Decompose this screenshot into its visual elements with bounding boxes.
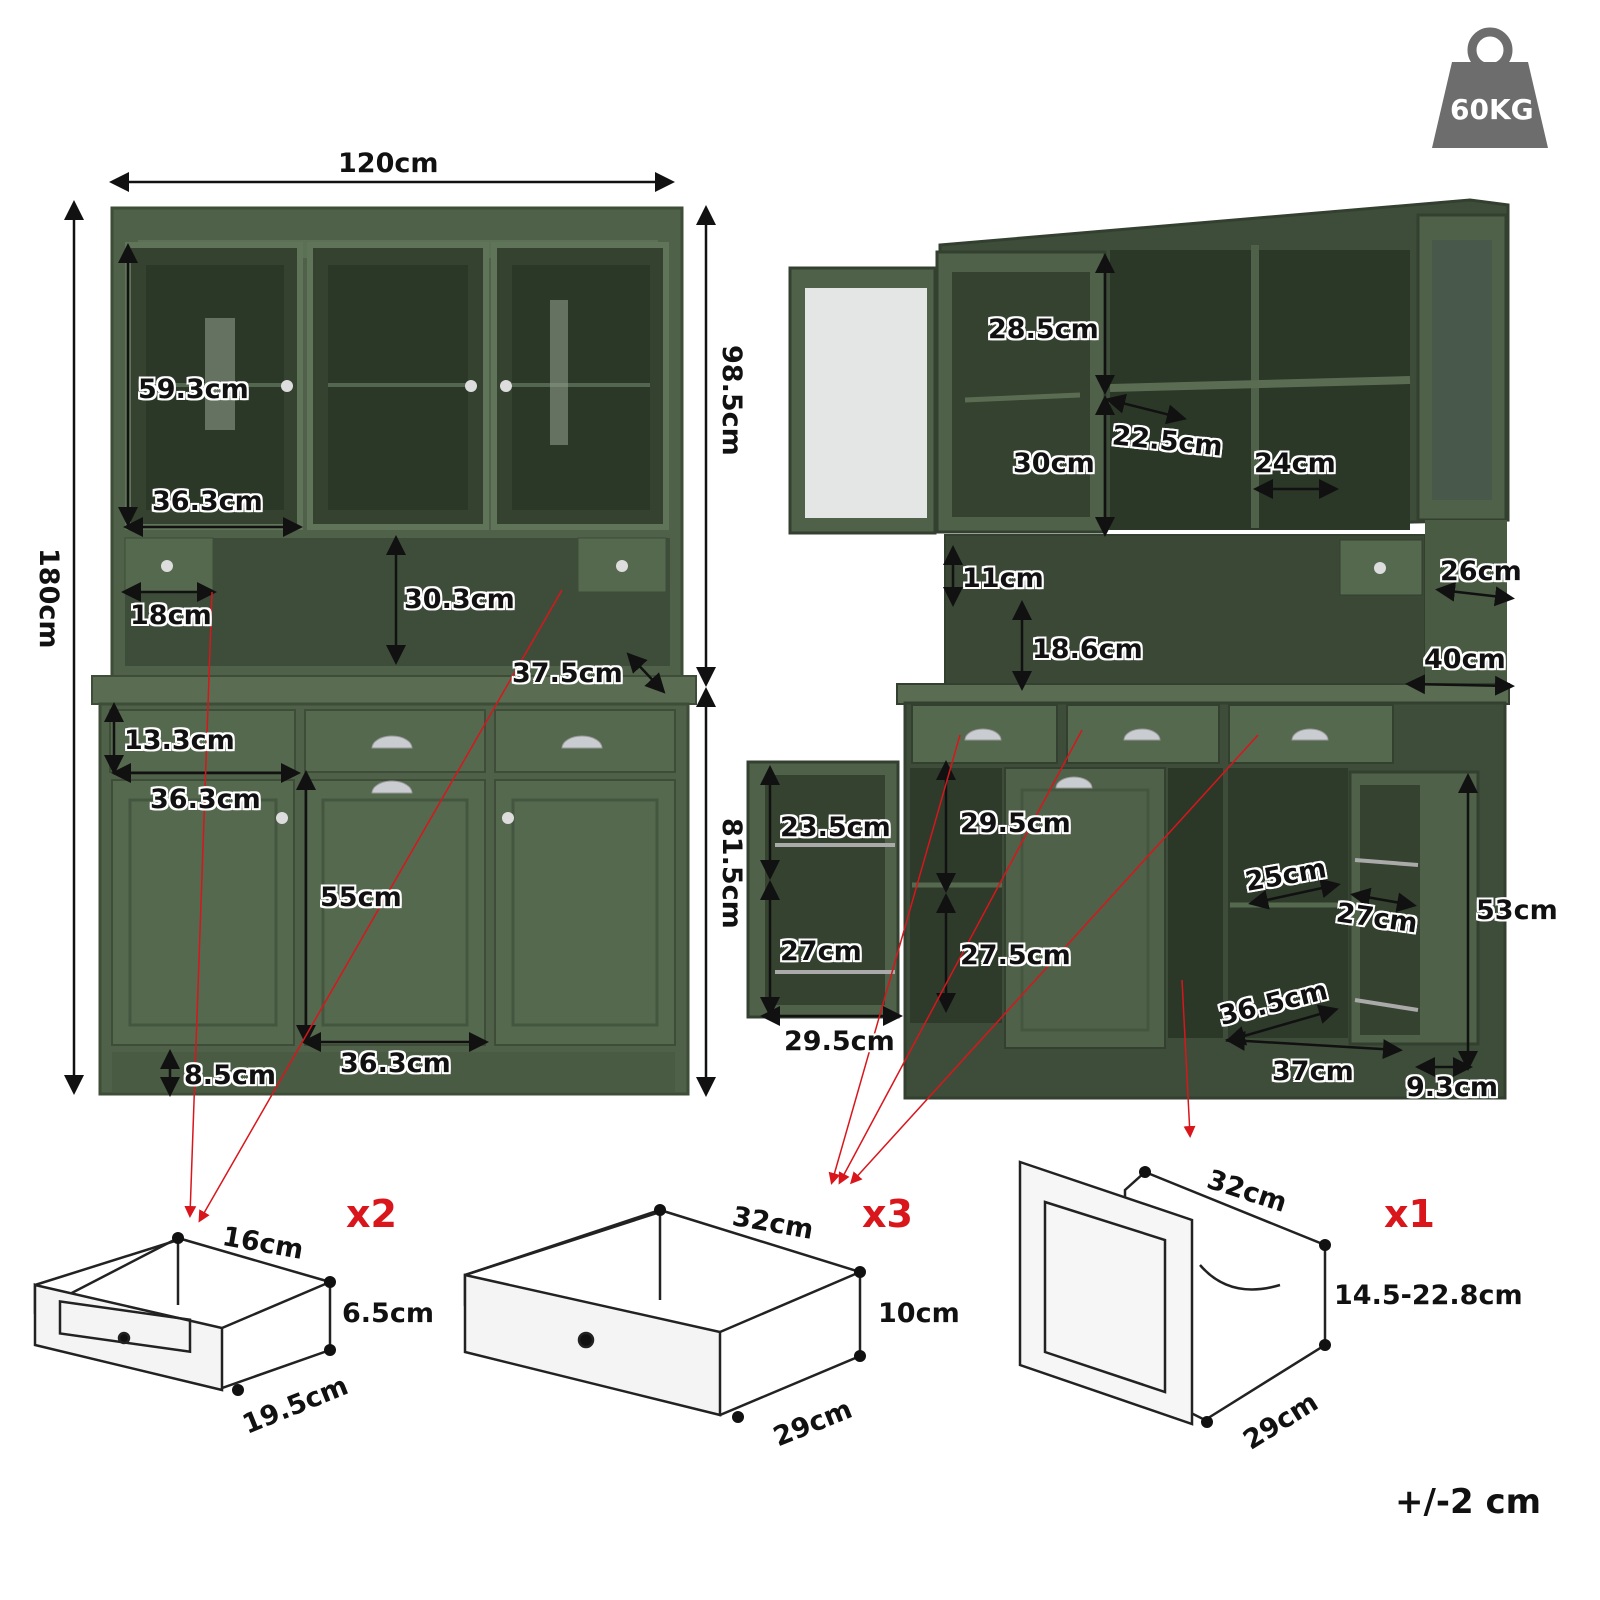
small-drawer-drawing [33,1236,332,1392]
niche-height-label: 30.3cm [404,584,515,615]
front-cabinet [91,206,697,1096]
door-width-label: 36.3cm [340,1048,451,1079]
open-cabinet [746,198,1510,1100]
door-width-side-label: 29.5cm [784,1026,895,1057]
bin-qty: x1 [1384,1192,1435,1236]
side-dimension-lines [760,253,1515,1077]
large-drawer-qty: x3 [862,1192,913,1236]
upper-height-label: 98.5cm [716,345,747,456]
shelf-width-label: 24cm [1254,448,1336,479]
door-shelf-top-label: 23.5cm [780,812,891,843]
large-drawer-height: 10cm [878,1298,960,1329]
bin-width-label: 37cm [1272,1056,1354,1087]
component-dots [172,1166,1331,1428]
glass-height-label: 59.3cm [138,374,249,405]
drawer-width-label: 36.3cm [150,784,261,815]
niche-bottom-label: 18.6cm [1032,634,1143,665]
door-height-label: 55cm [320,882,402,913]
total-height-label: 180cm [33,548,64,649]
upper-lower-label: 30cm [1013,448,1095,479]
upper-shelf-label: 28.5cm [988,314,1099,345]
weight-icon [1432,27,1548,148]
inner-bottom-label: 27.5cm [960,940,1071,971]
red-leader-lines [184,589,1259,1223]
base-height-label: 8.5cm [184,1060,276,1091]
tolerance-note: +/-2 cm [1395,1482,1542,1522]
width-label: 120cm [338,148,439,179]
small-drawer-width-label: 18cm [130,600,212,631]
side-depth-label: 9.3cm [1406,1072,1498,1103]
lower-depth-label: 40cm [1424,644,1506,675]
lower-height-label: 81.5cm [716,818,747,929]
bin-height: 14.5-22.8cm [1334,1280,1523,1311]
door-shelf-bottom-label: 27cm [780,936,862,967]
side-height-label: 53cm [1476,895,1558,926]
small-drawer-qty: x2 [346,1192,397,1236]
niche-top-label: 11cm [962,563,1044,594]
weight-label: 60KG [1450,93,1534,126]
glass-width-label: 36.3cm [152,486,263,517]
inner-top-label: 29.5cm [960,808,1071,839]
small-drawer-height: 6.5cm [342,1298,434,1329]
upper-depth-label: 26cm [1440,556,1522,587]
large-drawer-drawing [463,1208,862,1417]
drawer-height-label: 13.3cm [124,725,235,756]
top-depth-label: 37.5cm [512,658,623,689]
pull-out-bin-drawing [1018,1160,1327,1426]
